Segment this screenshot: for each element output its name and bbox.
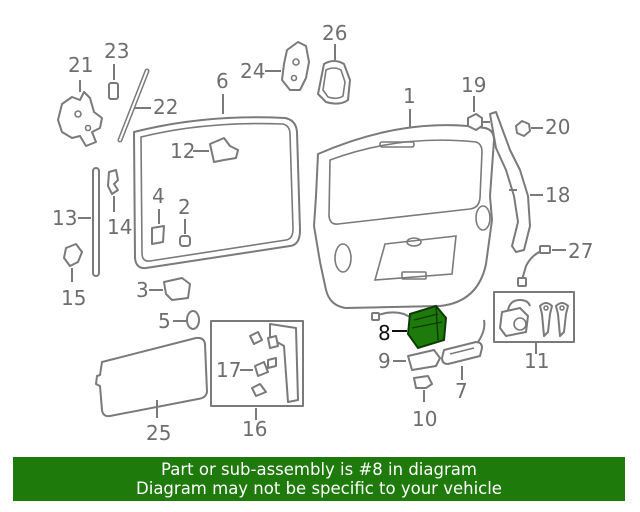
callout-3: 3 (136, 278, 149, 302)
callout-7: 7 (455, 379, 468, 403)
callout-11: 11 (524, 349, 549, 373)
part-1-back-door (313, 124, 495, 309)
part-13-rod (92, 167, 100, 277)
part-11-cylinder-kit (493, 291, 575, 343)
part-2-bumper (179, 235, 191, 247)
callout-21: 21 (68, 53, 93, 77)
part-14-bracket (107, 169, 119, 195)
callout-25: 25 (146, 421, 171, 445)
info-banner: Part or sub-assembly is #8 in diagram Di… (13, 457, 625, 501)
callout-2: 2 (178, 195, 191, 219)
banner-line-2: Diagram may not be specific to your vehi… (136, 479, 502, 498)
callout-19: 19 (461, 73, 486, 97)
part-20-nut (515, 120, 531, 137)
part-19-bolt (467, 113, 490, 131)
callout-24: 24 (240, 59, 265, 83)
callout-18: 18 (545, 183, 570, 207)
callout-26: 26 (322, 21, 347, 45)
parts-diagram: 21 23 22 6 12 24 26 1 (52, 21, 593, 445)
callout-23: 23 (104, 39, 129, 63)
part-5-grommet (186, 310, 200, 330)
part-12-bracket (209, 137, 239, 163)
part-8-actuator[interactable] (371, 304, 448, 350)
part-4-clip (151, 225, 165, 245)
part-6-weatherstrip (133, 116, 301, 270)
callout-20: 20 (545, 115, 570, 139)
part-15-lock (63, 243, 83, 267)
part-10-clip (413, 375, 433, 389)
part-24-hinge (281, 41, 310, 91)
callout-27: 27 (568, 239, 593, 263)
part-25-trim (95, 336, 208, 418)
callout-5: 5 (158, 309, 171, 333)
callout-12: 12 (170, 139, 195, 163)
callout-9: 9 (378, 349, 391, 373)
callout-14: 14 (107, 215, 132, 239)
part-27-cable (517, 245, 551, 287)
callout-1: 1 (403, 84, 416, 108)
part-22-stay (117, 68, 150, 143)
part-7-handle (441, 319, 486, 365)
callout-10: 10 (412, 407, 437, 431)
callout-15: 15 (61, 286, 86, 310)
callout-13: 13 (52, 206, 77, 230)
callout-8[interactable]: 8 (378, 321, 391, 345)
callout-16: 16 (242, 417, 267, 441)
part-18-damper (489, 111, 531, 253)
part-21-hinge (57, 91, 103, 147)
callout-22: 22 (153, 95, 178, 119)
callout-6: 6 (216, 69, 229, 93)
callout-17: 17 (216, 358, 241, 382)
banner-line-1: Part or sub-assembly is #8 in diagram (161, 460, 477, 479)
part-23-clip (108, 82, 119, 100)
callout-4: 4 (152, 184, 165, 208)
part-9-plate (407, 349, 441, 371)
part-3-lock (163, 277, 191, 301)
part-16-kit-box (210, 320, 304, 407)
